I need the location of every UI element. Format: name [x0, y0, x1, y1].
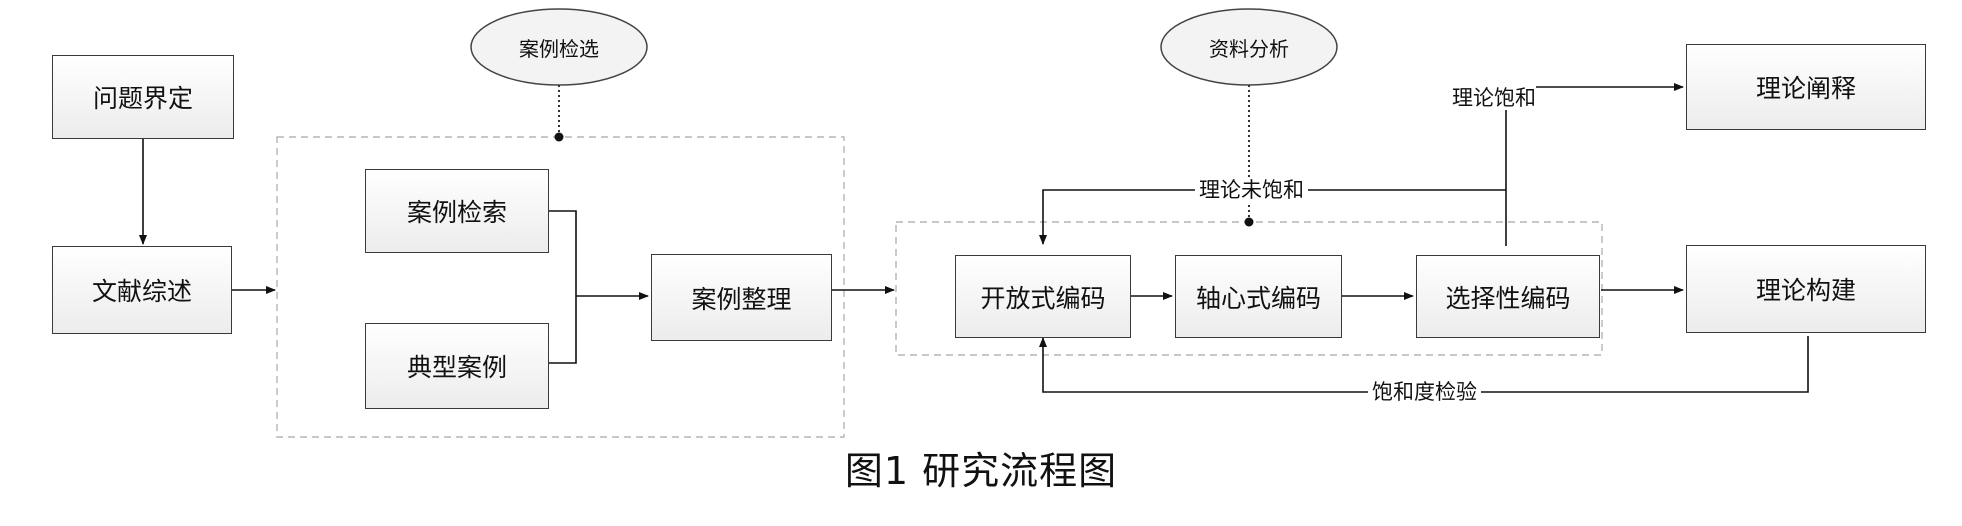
- selective-coding-box: 选择性编码: [1416, 255, 1600, 338]
- problem-definition-box: 问题界定: [52, 55, 234, 139]
- theory-saturated-label: 理论饱和: [1452, 86, 1536, 110]
- case-selection-label: 案例检选: [519, 36, 599, 61]
- axial-coding-box: 轴心式编码: [1175, 255, 1342, 338]
- open-coding-box: 开放式编码: [955, 255, 1131, 338]
- theory-interpretation-box: 理论阐释: [1686, 44, 1926, 130]
- saturation-test-label: 饱和度检验: [1368, 380, 1481, 404]
- case-search-box: 案例检索: [365, 169, 549, 253]
- literature-review-box: 文献综述: [52, 246, 232, 334]
- figure-caption: 图1 研究流程图: [844, 449, 1118, 493]
- case-organize-box: 案例整理: [651, 254, 832, 341]
- theory-construction-box: 理论构建: [1686, 245, 1926, 333]
- theory-unsaturated-label: 理论未饱和: [1195, 178, 1308, 202]
- data-analysis-label: 资料分析: [1209, 36, 1289, 61]
- typical-case-box: 典型案例: [365, 323, 549, 409]
- case-selection-frame: [276, 136, 845, 438]
